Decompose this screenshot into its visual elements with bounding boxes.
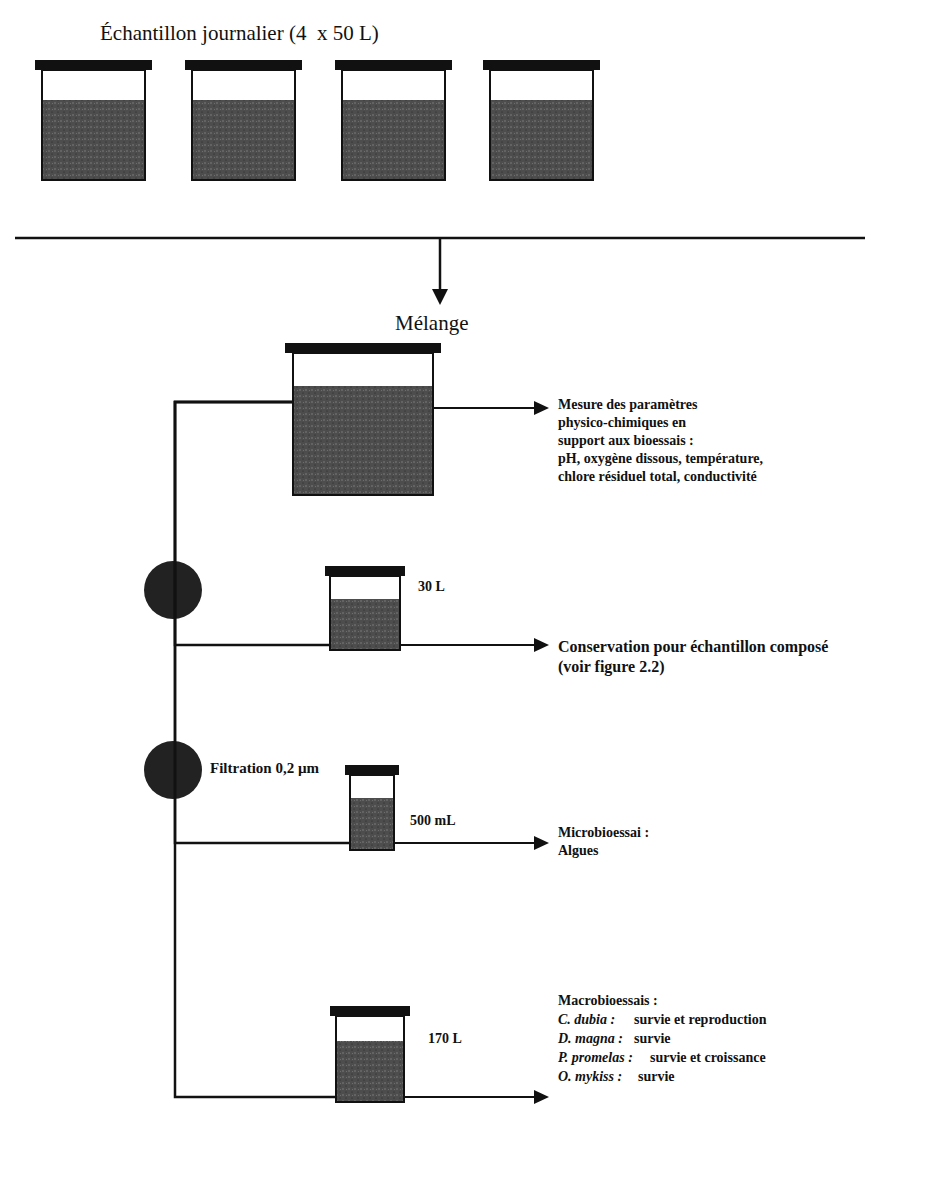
annotation-text: C. dubia : <box>558 1011 615 1029</box>
annotation-text: D. magna : <box>558 1030 623 1048</box>
junction-dot <box>144 741 202 799</box>
sample-container: 170 L <box>336 1016 404 1102</box>
annotation-text: survie <box>638 1068 675 1086</box>
bucket-shape <box>330 576 400 650</box>
down-arrow <box>432 239 448 305</box>
sample-container: 30 L <box>330 576 400 650</box>
annotation-text: survie <box>634 1030 671 1048</box>
container-label: 500 mL <box>410 812 456 830</box>
bucket-shape <box>293 353 433 495</box>
annotation-text: survie et reproduction <box>634 1011 766 1029</box>
annotation-text: pH, oxygène dissous, température, <box>558 450 763 468</box>
annotation-text: O. mykiss : <box>558 1068 622 1086</box>
annotation-text: Conservation pour échantillon composé <box>558 638 828 656</box>
container-label: Mélange <box>395 310 468 336</box>
daily-bucket <box>185 60 302 180</box>
annotation-text: Filtration 0,2 µm <box>210 759 319 777</box>
daily-bucket <box>483 60 600 180</box>
bucket-shape <box>350 775 394 850</box>
output-arrow <box>394 836 549 850</box>
annotation-text: survie et croissance <box>650 1049 766 1067</box>
daily-bucket <box>335 60 452 180</box>
annotation-text: Algues <box>558 842 598 860</box>
container-label: 170 L <box>428 1030 462 1048</box>
annotation-text: support aux bioessais : <box>558 432 694 450</box>
annotation-text: P. promelas : <box>558 1049 633 1067</box>
annotation-text: Macrobioessais : <box>558 992 658 1010</box>
junction-dot <box>144 561 202 619</box>
diagram-title: Échantillon journalier (4 x 50 L) <box>100 20 379 46</box>
annotation-text: Microbioessai : <box>558 824 649 842</box>
flow-line <box>175 402 336 1097</box>
annotation-text: physico-chimiques en <box>558 414 686 432</box>
bucket-shape <box>336 1016 404 1102</box>
sample-container: 500 mL <box>350 775 394 850</box>
collect-rule <box>15 237 865 240</box>
output-arrow <box>404 1090 549 1104</box>
output-arrow <box>400 638 549 652</box>
annotation-text: (voir figure 2.2) <box>558 658 665 676</box>
daily-bucket <box>35 60 152 180</box>
sample-container: Mélange <box>293 353 433 495</box>
container-label: 30 L <box>418 578 445 596</box>
annotation-text: Mesure des paramètres <box>558 396 697 414</box>
output-arrow <box>433 401 549 415</box>
annotation-text: chlore résiduel total, conductivité <box>558 468 757 486</box>
